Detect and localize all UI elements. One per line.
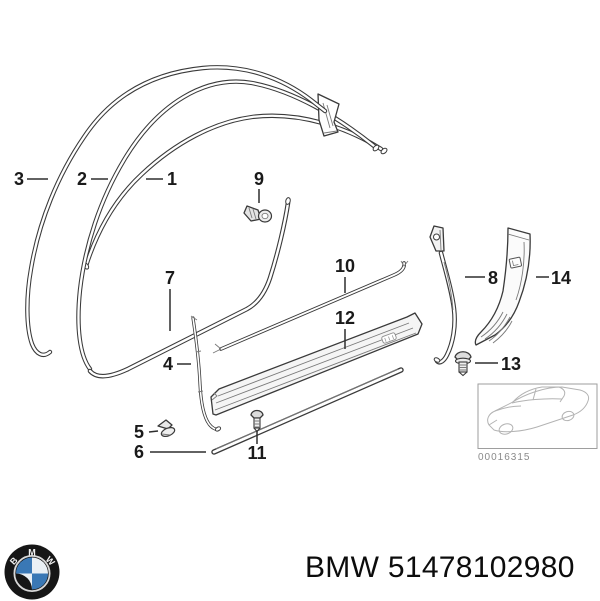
part-12-drawing xyxy=(210,312,423,416)
roundel-quadrant-blue-tl xyxy=(16,557,32,574)
part-3-drawing xyxy=(25,65,340,357)
callout-7[interactable]: 7 xyxy=(165,268,175,288)
trim-clip-hole xyxy=(508,256,523,269)
sill-emblem xyxy=(381,332,397,344)
roundel-letter-m: M xyxy=(28,548,36,558)
strip-end-cap xyxy=(372,144,380,152)
callout-12[interactable]: 12 xyxy=(335,308,355,328)
part-number-title: BMW 51478102980 xyxy=(305,551,575,584)
strip-end-cap xyxy=(285,197,291,205)
part-1-drawing xyxy=(82,113,388,270)
callout-3[interactable]: 3 xyxy=(14,169,24,189)
part-6-drawing xyxy=(211,367,404,455)
callout-9[interactable]: 9 xyxy=(254,169,264,189)
callout-6[interactable]: 6 xyxy=(134,442,144,462)
roundel-quadrant-white-bl xyxy=(16,573,32,590)
callout-11[interactable]: 11 xyxy=(247,443,266,463)
callout-10[interactable]: 10 xyxy=(335,256,355,276)
callout-4[interactable]: 4 xyxy=(163,354,173,374)
strip-end-cap xyxy=(433,357,441,363)
car-sketch-icon xyxy=(487,386,590,435)
callout-5[interactable]: 5 xyxy=(134,422,144,442)
thumbnail-border xyxy=(477,383,598,449)
strip-end-cap xyxy=(380,147,388,155)
callout-2[interactable]: 2 xyxy=(77,169,87,189)
part-5-clip xyxy=(157,419,176,437)
part-9-clip xyxy=(243,205,273,223)
part-8-drawing xyxy=(429,225,457,365)
strip-eyelet xyxy=(433,233,440,241)
roundel-silver-ring xyxy=(13,554,51,593)
callout-13[interactable]: 13 xyxy=(501,354,521,374)
bmw-roundel-logo: B M W xyxy=(4,544,60,600)
part-14-drawing xyxy=(474,227,531,346)
callout-1[interactable]: 1 xyxy=(167,169,177,189)
vehicle-thumbnail[interactable]: 00016315 xyxy=(477,383,598,463)
part-2-drawing xyxy=(76,79,380,372)
part-13-clip xyxy=(454,351,472,377)
callout-8[interactable]: 8 xyxy=(488,268,498,288)
strip-folded-end xyxy=(317,93,340,137)
parts-diagram: 3 2 1 9 7 4 5 6 11 10 12 8 14 13 0001631… xyxy=(14,65,598,463)
part-10-drawing xyxy=(212,260,409,354)
strip-end-cap xyxy=(214,426,222,432)
part-4-drawing xyxy=(190,315,222,432)
roundel-quadrant-blue-br xyxy=(32,573,48,590)
callout-14[interactable]: 14 xyxy=(551,268,571,288)
roundel-letter-b: B xyxy=(8,555,20,567)
leader-lines xyxy=(27,178,549,453)
part-7-drawing xyxy=(87,197,291,379)
thumbnail-code: 00016315 xyxy=(478,452,531,463)
roundel-quadrant-white-tr xyxy=(32,557,48,574)
part-11-clip xyxy=(250,409,264,433)
